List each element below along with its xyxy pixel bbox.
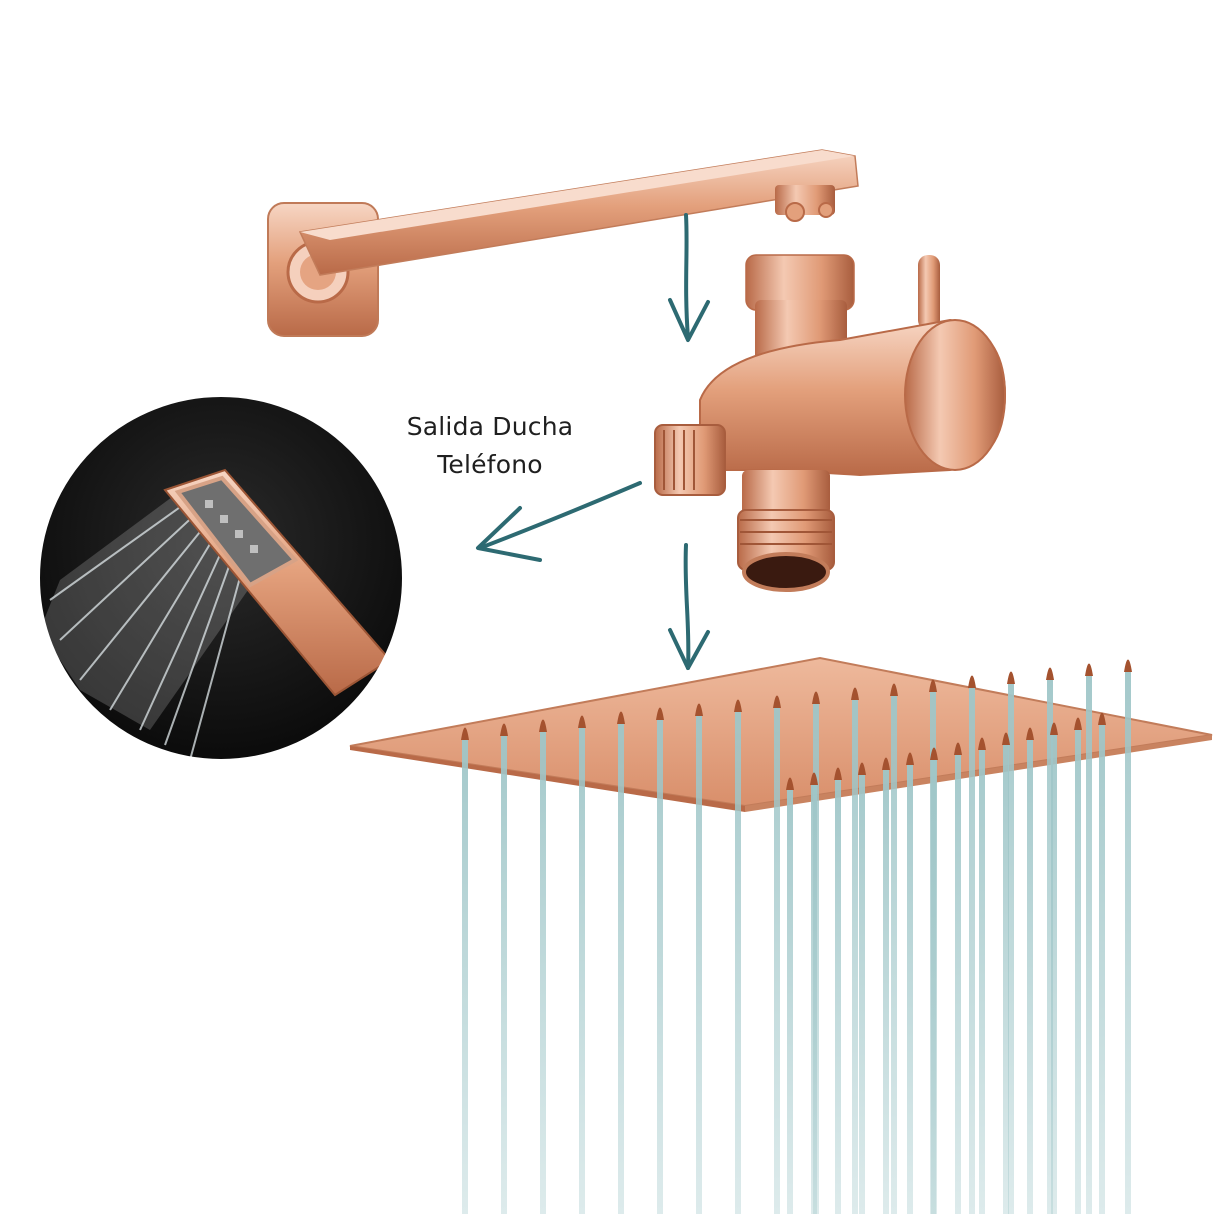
nozzle	[968, 675, 976, 688]
rain-shower-head	[349, 656, 1213, 812]
arrow-down-icon	[668, 213, 710, 342]
nozzle	[1046, 667, 1054, 680]
nozzle	[695, 703, 703, 716]
shower-arm	[267, 149, 859, 337]
water-stream	[811, 785, 817, 1214]
arrow-left-icon	[476, 481, 642, 562]
nozzle	[461, 727, 469, 740]
water-stream	[1099, 725, 1105, 1214]
water-stream	[618, 724, 624, 1214]
nozzle	[930, 747, 938, 760]
water-stream	[1086, 676, 1092, 1214]
nozzle	[1002, 732, 1010, 745]
water-stream	[835, 780, 841, 1214]
nozzle	[1074, 717, 1082, 730]
nozzle	[617, 711, 625, 724]
water-stream	[979, 750, 985, 1214]
water-stream	[540, 732, 546, 1214]
water-stream	[852, 700, 858, 1214]
water-stream	[907, 765, 913, 1214]
water-stream	[1125, 672, 1131, 1214]
nozzle	[906, 752, 914, 765]
water-stream	[1003, 745, 1009, 1214]
water-stream	[883, 770, 889, 1214]
water-stream	[774, 708, 780, 1214]
water-stream	[955, 755, 961, 1214]
water-stream	[696, 716, 702, 1214]
nozzle	[1026, 727, 1034, 740]
label-line-2: Teléfono	[437, 450, 543, 479]
nozzle	[500, 723, 508, 736]
nozzle	[1098, 712, 1106, 725]
hand-shower-outlet-label: Salida Ducha Teléfono	[380, 408, 600, 484]
nozzle	[929, 679, 937, 692]
nozzle	[812, 691, 820, 704]
water-stream	[1047, 680, 1053, 1214]
nozzle	[810, 772, 818, 785]
nozzle	[773, 695, 781, 708]
nozzle	[858, 762, 866, 775]
water-stream	[969, 688, 975, 1214]
nozzle	[1007, 671, 1015, 684]
water-stream	[657, 720, 663, 1214]
nozzle	[978, 737, 986, 750]
nozzle	[954, 742, 962, 755]
nozzle	[834, 767, 842, 780]
nozzle	[1085, 663, 1093, 676]
nozzle	[890, 683, 898, 696]
nozzle	[734, 699, 742, 712]
water-stream	[787, 790, 793, 1214]
nozzle	[539, 719, 547, 732]
nozzle	[578, 715, 586, 728]
water-stream	[1008, 684, 1014, 1214]
water-stream	[579, 728, 585, 1214]
hand-shower-inset	[38, 395, 404, 761]
label-line-1: Salida Ducha	[406, 412, 574, 441]
water-stream	[462, 740, 468, 1214]
nozzle	[882, 757, 890, 770]
water-stream	[859, 775, 865, 1214]
water-stream	[891, 696, 897, 1214]
water-stream	[1027, 740, 1033, 1214]
water-streams	[461, 659, 1132, 1214]
water-stream	[931, 760, 937, 1214]
water-stream	[1051, 735, 1057, 1214]
water-stream	[735, 712, 741, 1214]
nozzle	[786, 777, 794, 790]
nozzle	[1124, 659, 1132, 672]
water-stream	[1075, 730, 1081, 1214]
water-stream	[501, 736, 507, 1214]
nozzle	[656, 707, 664, 720]
nozzle	[1050, 722, 1058, 735]
diverter-valve	[654, 254, 1007, 592]
nozzle	[851, 687, 859, 700]
arrow-down-icon	[668, 543, 710, 670]
